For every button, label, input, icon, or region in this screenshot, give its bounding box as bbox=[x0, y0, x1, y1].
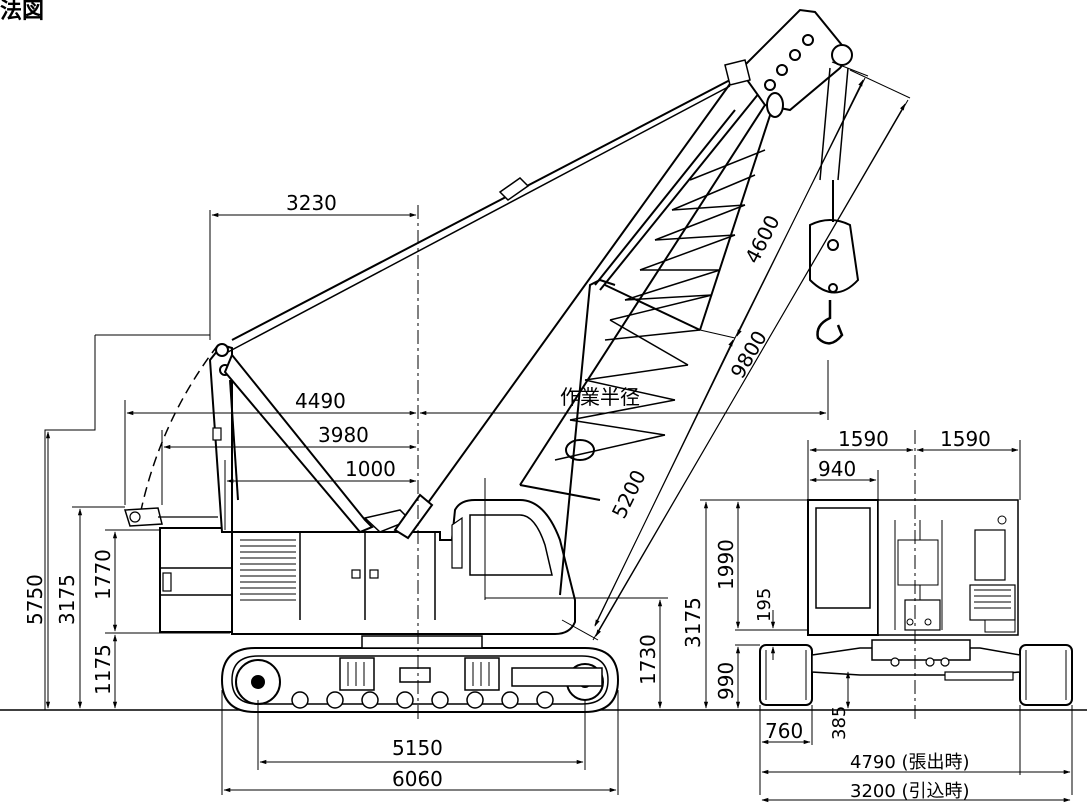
dim-1770: 1770 bbox=[91, 549, 115, 600]
dim-boom-9800: 9800 bbox=[726, 326, 772, 382]
dim-boom-5200: 5200 bbox=[607, 466, 651, 522]
dim-195: 195 bbox=[754, 588, 775, 622]
rear-view-crane bbox=[759, 499, 1073, 706]
side-view-dimensions bbox=[44, 61, 911, 795]
dim-6060: 6060 bbox=[392, 767, 443, 791]
dim-3980: 3980 bbox=[318, 423, 369, 447]
dim-3175-side: 3175 bbox=[55, 574, 79, 625]
dim-3230: 3230 bbox=[286, 191, 337, 215]
counterweight bbox=[159, 527, 233, 633]
gantry-frame bbox=[208, 343, 412, 534]
dim-3175-rear: 3175 bbox=[681, 597, 705, 648]
dim-385: 385 bbox=[829, 706, 850, 740]
rear-view-dimensions bbox=[700, 430, 1073, 803]
dim-5750: 5750 bbox=[23, 574, 47, 625]
crawler-track bbox=[220, 647, 620, 713]
dim-3200: 3200 (引込時) bbox=[850, 781, 970, 802]
dim-1990: 1990 bbox=[714, 539, 738, 590]
dim-5150: 5150 bbox=[392, 736, 443, 760]
dim-760: 760 bbox=[765, 719, 803, 743]
dim-boom-4600: 4600 bbox=[740, 211, 784, 267]
operator-cab bbox=[469, 514, 553, 576]
dim-990: 990 bbox=[714, 662, 738, 700]
dim-1590-right: 1590 bbox=[940, 427, 991, 451]
dim-1175: 1175 bbox=[91, 644, 115, 695]
dim-4490: 4490 bbox=[295, 389, 346, 413]
page-title: 法図 bbox=[0, 0, 44, 24]
dim-4790: 4790 (張出時) bbox=[850, 752, 970, 773]
boom-head bbox=[724, 8, 853, 118]
dim-1590-left: 1590 bbox=[838, 427, 889, 451]
hook-block bbox=[809, 67, 860, 345]
dim-1000: 1000 bbox=[345, 457, 396, 481]
work-radius-label: 作業半径 bbox=[560, 385, 640, 409]
dim-940: 940 bbox=[818, 457, 856, 481]
dim-1730: 1730 bbox=[636, 634, 660, 685]
